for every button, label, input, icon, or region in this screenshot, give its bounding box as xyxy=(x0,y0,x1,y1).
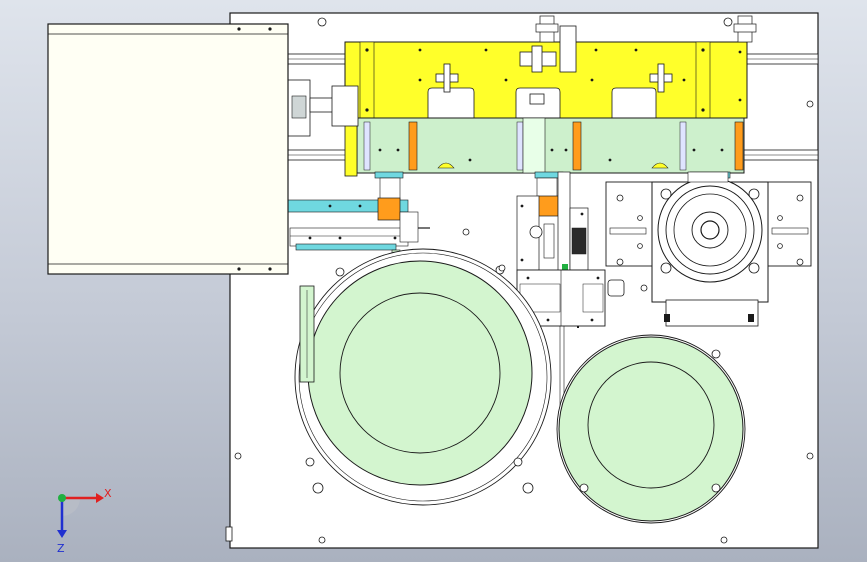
plate-mounting-holes xyxy=(234,17,814,544)
axis-x-label: X xyxy=(104,487,112,500)
gripper-assembly-center xyxy=(516,171,589,427)
large-disc-right xyxy=(556,334,746,524)
top-bracket-right xyxy=(733,15,757,43)
cover-panel xyxy=(47,23,289,275)
side-bracket xyxy=(287,79,359,137)
large-disc-left xyxy=(294,248,552,506)
gripper-assembly-left xyxy=(287,177,430,261)
green-mounting-block xyxy=(344,117,745,179)
top-bracket-mid xyxy=(535,15,559,43)
coordinate-triad: X Z xyxy=(57,487,112,555)
axis-z-label: Z xyxy=(57,542,65,555)
rotary-stage xyxy=(605,171,812,327)
y-axis-dot xyxy=(58,494,66,502)
base-plate-edge xyxy=(225,526,233,542)
